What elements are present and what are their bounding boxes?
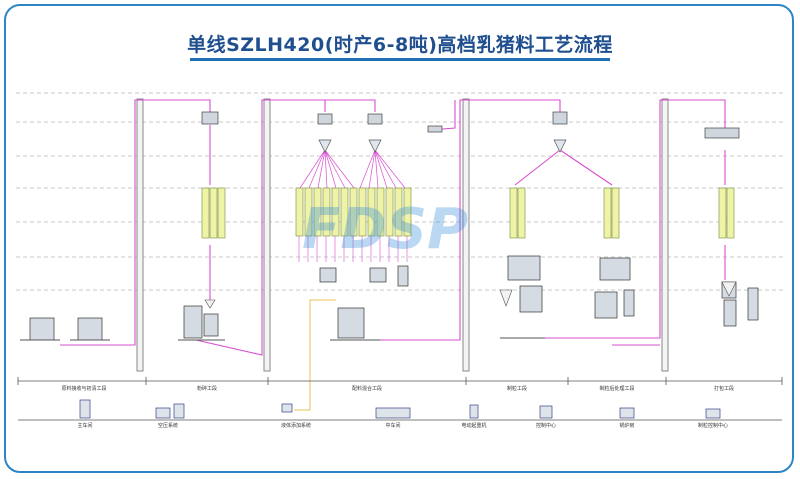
elevator-heads: [201, 111, 740, 139]
boiler-icon: [619, 407, 635, 419]
equipment-funnels: [204, 281, 737, 309]
aux-label-boiler-room: 锅炉房: [619, 422, 634, 429]
batching-bins: [295, 187, 412, 237]
conveyor-lines: [60, 99, 726, 356]
section-ruler: [17, 377, 783, 385]
truck-scale-icon: [375, 407, 411, 419]
aux-label-liquid-addition: 液体添加系统: [281, 422, 311, 429]
pre-pellet-bins: [509, 187, 526, 239]
aux-label-mid-workshop: 中车间: [385, 422, 400, 429]
air-compressor-icon: [155, 407, 171, 419]
aux-label-crane: 电动起重机: [461, 422, 486, 429]
main-workshop-icon: [79, 399, 91, 419]
watermark-logo: FDSP: [302, 197, 468, 262]
aux-label-main-workshop: 主车间: [77, 422, 92, 429]
distributor-cones: [318, 139, 567, 153]
aux-icons: [79, 399, 721, 419]
section-labels: 原料接收与初清工段 粉碎工段 配料混合工段 制粒工段 制粒后处理工段 打包工段: [61, 385, 734, 392]
post-pellet-bins: [603, 187, 620, 239]
section-label-pelleting: 制粒工段: [507, 385, 527, 392]
pre-grinding-bins: [201, 187, 226, 239]
section-label-post-pellet: 制粒后处理工段: [599, 385, 634, 392]
crane-icon: [469, 404, 479, 419]
section-label-intake: 原料接收与初清工段: [61, 385, 106, 392]
floor-lines: [16, 92, 784, 291]
distributor-fan-lines: [299, 149, 406, 189]
batching-bin-outlets: [298, 236, 408, 262]
diagram-title: 单线SZLH420(时产6-8吨)高档乳猪料工艺流程: [187, 34, 613, 56]
liquid-addition-line: [294, 299, 336, 411]
aux-labels: 主车间 空压系统 液体添加系统 中车间 电动起重机 控制中心 锅炉房 制粒控制中…: [77, 422, 728, 429]
section-label-packing: 打包工段: [714, 385, 734, 392]
liquid-tank-icon: [281, 403, 293, 413]
control-center-icon: [539, 405, 553, 419]
aux-label-control-center: 控制中心: [536, 422, 556, 429]
section-label-grinding: 粉碎工段: [197, 385, 217, 392]
base-conveyors: [20, 337, 545, 341]
pellet-control-icon: [705, 408, 721, 419]
title-underline: [190, 58, 610, 61]
finished-product-bins: [718, 187, 735, 239]
aux-label-pellet-control: 制粒控制中心: [698, 422, 728, 429]
aux-label-air-compressor: 空压系统: [158, 422, 178, 429]
building-walls: [136, 98, 669, 372]
section-label-batching: 配料混合工段: [352, 385, 382, 392]
